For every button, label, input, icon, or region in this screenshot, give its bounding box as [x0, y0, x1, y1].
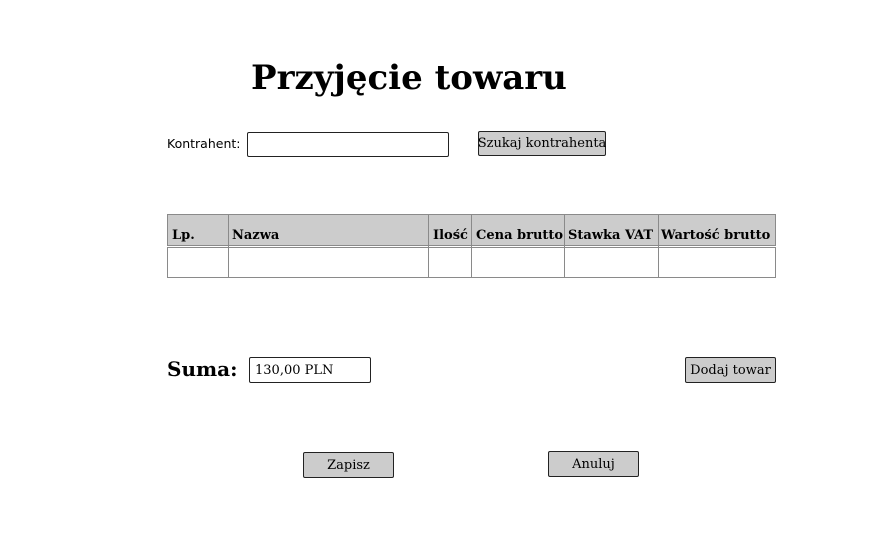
contractor-input[interactable] [247, 132, 449, 157]
column-divider [564, 214, 565, 278]
column-divider [658, 214, 659, 278]
save-button[interactable]: Zapisz [303, 452, 394, 478]
column-header-lp: Lp. [172, 228, 195, 243]
column-header-ilosc: Ilość [433, 228, 468, 243]
column-divider [228, 214, 229, 278]
column-header-stawka-vat: Stawka VAT [568, 228, 654, 243]
page-title: Przyjęcie towaru [251, 58, 567, 98]
sum-field[interactable] [249, 357, 371, 383]
column-divider [471, 214, 472, 278]
column-header-wartosc-brutto: Wartość brutto [661, 228, 771, 243]
add-item-button[interactable]: Dodaj towar [685, 357, 776, 383]
cancel-button[interactable]: Anuluj [548, 451, 639, 477]
sum-label: Suma: [167, 357, 238, 381]
column-header-cena-brutto: Cena brutto [476, 228, 564, 243]
search-contractor-button[interactable]: Szukaj kontrahenta [478, 131, 606, 156]
column-divider [428, 214, 429, 278]
column-header-nazwa: Nazwa [232, 228, 280, 243]
items-table: Lp. Nazwa Ilość Cena brutto Stawka VAT W… [167, 214, 776, 278]
contractor-label: Kontrahent: [167, 136, 241, 151]
